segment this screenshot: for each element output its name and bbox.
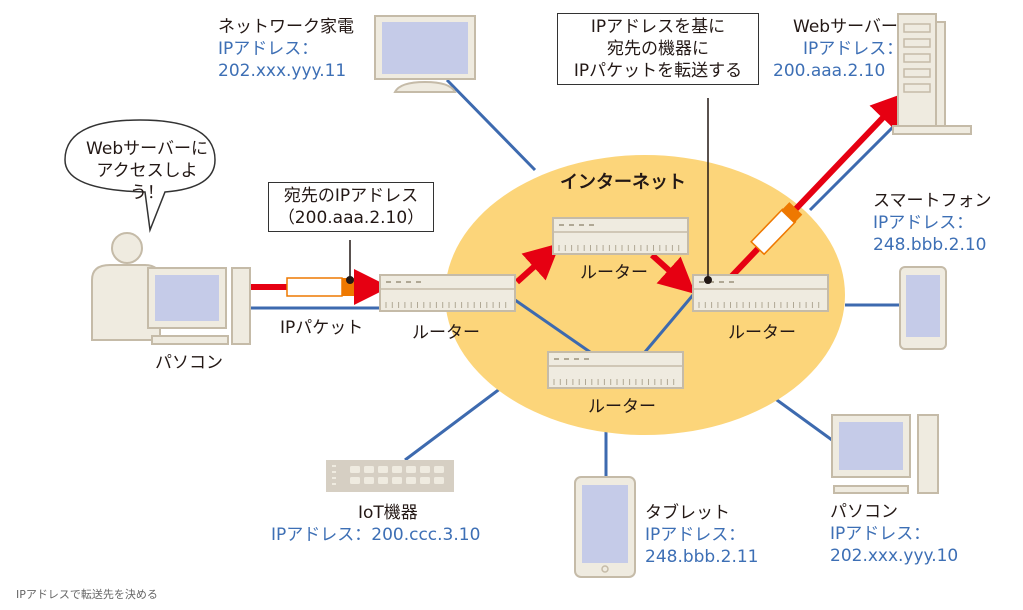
note-line-3: IPパケットを転送する: [573, 61, 743, 81]
router-label-top: ルーター: [580, 263, 648, 283]
packet-label: IPパケット: [280, 318, 364, 338]
router-top-icon: [552, 217, 689, 255]
tv-icon: [374, 15, 476, 93]
note-line-2: 宛先の機器に: [607, 39, 709, 59]
tablet-ip: 248.bbb.2.11: [645, 547, 759, 567]
webserver-ip-label: IPアドレス：: [803, 39, 904, 59]
iot-ip-value: 200.ccc.3.10: [371, 525, 481, 545]
pc2-ip: 202.xxx.yyy.10: [830, 546, 959, 566]
speech-text: Webサーバーに アクセスしよう！: [82, 138, 212, 204]
appliance-ip: 202.xxx.yyy.11: [218, 61, 347, 81]
router-label-left: ルーター: [412, 323, 480, 343]
webserver-name: Webサーバー: [793, 17, 898, 37]
web-server-icon: [892, 13, 972, 135]
appliance-name: ネットワーク家電: [218, 17, 354, 37]
link-appliance: [445, 78, 537, 172]
tablet-ip-label: IPアドレス：: [645, 525, 746, 545]
router-right-icon: [692, 274, 829, 312]
router-left-icon: [379, 274, 516, 312]
smartphone-ip-label: IPアドレス：: [873, 213, 974, 233]
tablet-icon: [574, 476, 636, 578]
note-line-1: IPアドレスを基に: [590, 17, 726, 37]
smartphone-name: スマートフォン: [873, 191, 992, 211]
network-links: [404, 78, 902, 480]
link-pc2: [769, 393, 833, 442]
router-label-bottom: ルーター: [588, 397, 656, 417]
pc2-name: パソコン: [830, 502, 898, 522]
smartphone-ip: 248.bbb.2.10: [873, 235, 987, 255]
appliance-ip-label: IPアドレス：: [218, 39, 319, 59]
dest-line-2: （200.aaa.2.10）: [277, 208, 425, 228]
iot-name: IoT機器: [358, 503, 418, 523]
sender-pc-name: パソコン: [155, 353, 223, 373]
router-label-right: ルーター: [728, 323, 796, 343]
link-iot: [404, 383, 506, 462]
speech-line-2: アクセスしよう！: [96, 161, 198, 203]
internet-cloud: [445, 155, 845, 435]
speech-line-1: Webサーバーに: [86, 139, 208, 159]
dest-line-1: 宛先のIPアドレス: [283, 186, 419, 206]
smartphone-icon: [899, 266, 947, 350]
router-note-box: IPアドレスを基に 宛先の機器に IPパケットを転送する: [557, 13, 759, 85]
figure-caption: IPアドレスで転送先を決める: [16, 588, 158, 601]
link-webserver: [808, 118, 902, 212]
speech-bubble: [64, 119, 216, 233]
sender-pc-icon: [147, 267, 251, 345]
webserver-ip: 200.aaa.2.10: [773, 61, 886, 81]
tablet-name: タブレット: [645, 503, 730, 523]
pc2-ip-label: IPアドレス：: [830, 524, 931, 544]
internal-links: [240, 294, 695, 354]
iot-ip-label: IPアドレス：: [271, 525, 372, 545]
dest-ip-box: 宛先のIPアドレス （200.aaa.2.10）: [268, 182, 434, 232]
router-bottom-icon: [547, 351, 684, 389]
ip-packet-icon: [286, 276, 354, 297]
pc-icon: [831, 414, 939, 494]
iot-ip: IPアドレス：200.ccc.3.10: [271, 525, 480, 546]
iot-device-icon: [326, 460, 454, 492]
internet-label: インターネット: [560, 172, 686, 193]
ip-packet-icon-2: [750, 202, 803, 256]
